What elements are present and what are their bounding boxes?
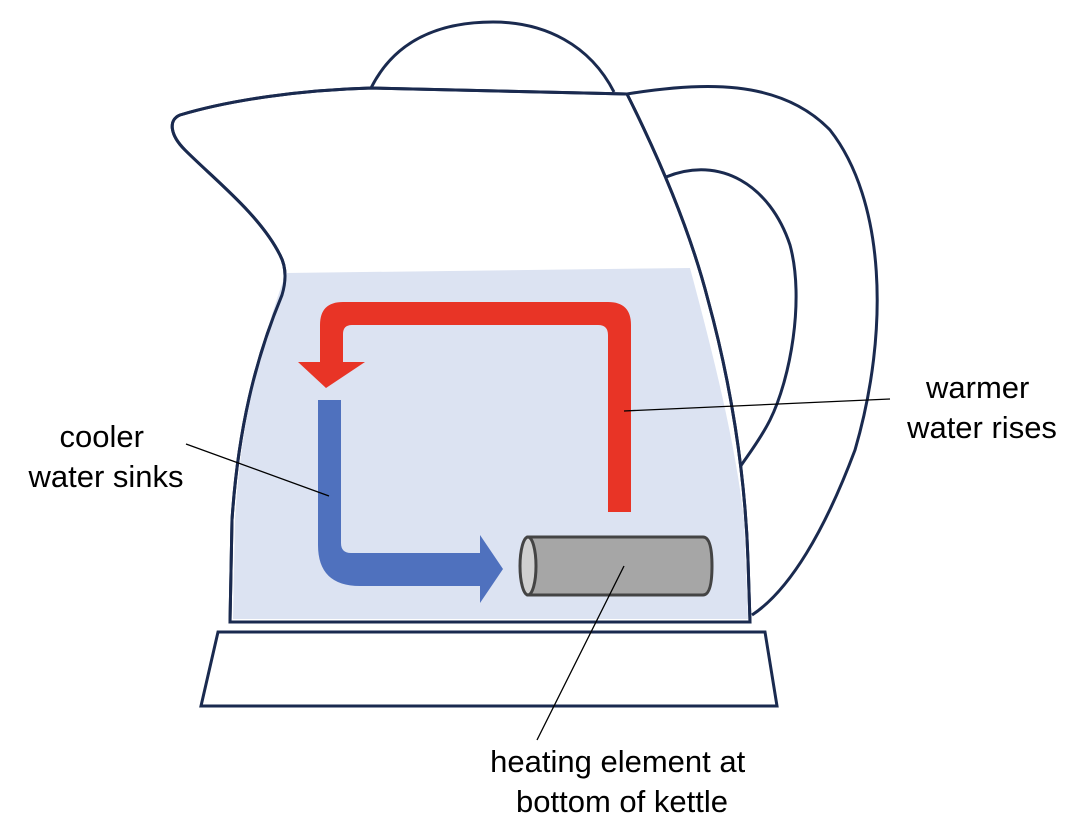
heating-element-end [518,535,538,597]
label-heater-line2: bottom of kettle [516,784,728,819]
label-heater: heating element at bottom of kettle [490,744,754,819]
label-warmer: warmer water rises [906,370,1057,445]
leader-line-heater [536,565,625,741]
kettle-body-outline [170,86,752,624]
label-cooler-line1: cooler [59,419,143,454]
label-warmer-line1: warmer [925,370,1029,405]
kettle-handle-inner [665,168,798,468]
leader-line-cooler [185,443,330,497]
label-heater-line1: heating element at [490,744,745,779]
kettle-lid [369,20,616,93]
kettle-handle-outer [626,84,879,617]
warm-water-arrow [298,302,631,512]
label-warmer-line2: water rises [906,410,1057,445]
heating-element [518,535,714,597]
label-cooler: cooler water sinks [27,419,183,494]
cool-water-arrow [318,400,503,603]
kettle-base [199,630,779,708]
leader-line-warmer [623,398,891,412]
heating-element-body [526,535,714,597]
label-cooler-line2: water sinks [27,459,183,494]
